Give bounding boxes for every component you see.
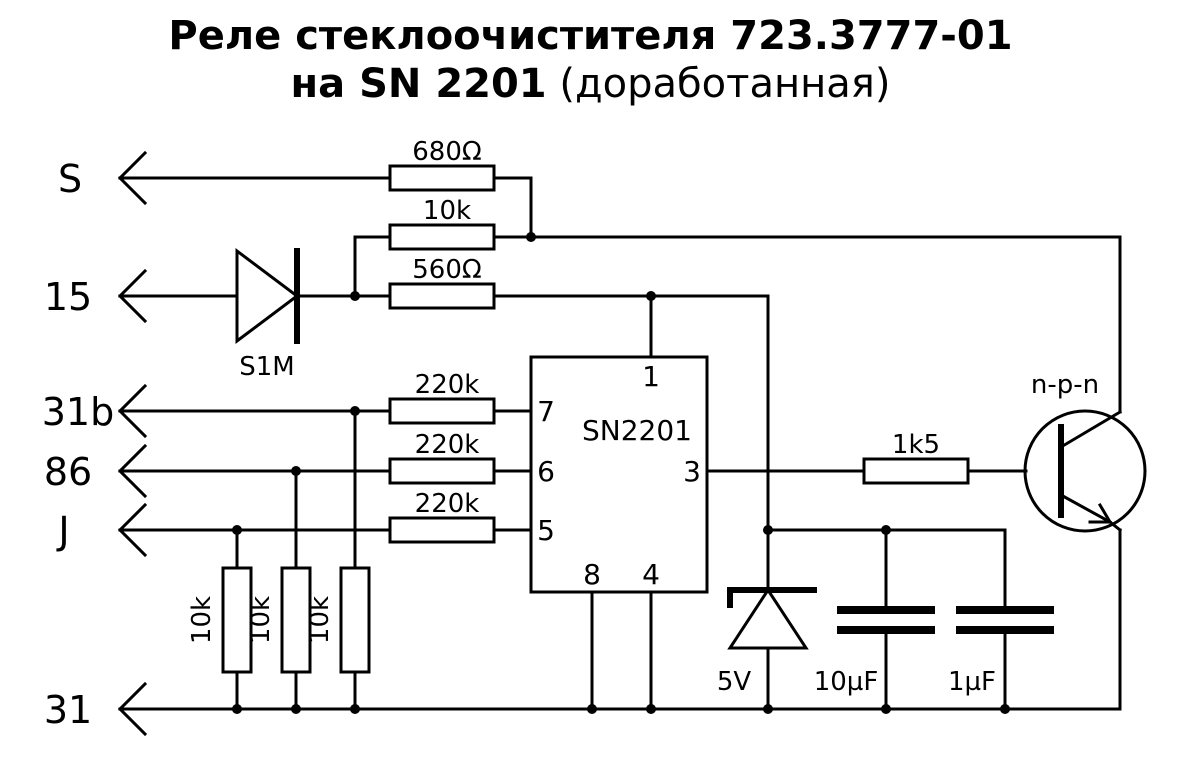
resistor-10k-top [388, 223, 496, 251]
zener-diode-5v [727, 587, 817, 650]
label-10k-c: 10k [305, 596, 335, 644]
terminal-31-label: 31 [44, 688, 92, 732]
resistor-220k-1 [388, 397, 496, 425]
label-220k-1: 220k [415, 370, 480, 400]
terminal-arrows [117, 150, 148, 737]
ic-pin-1: 1 [642, 360, 660, 393]
terminal-86-label: 86 [44, 450, 92, 494]
resistor-220k-2 [388, 457, 496, 485]
wires [118, 176, 1122, 711]
diode-s1m [235, 248, 300, 344]
resistor-10k-c [339, 566, 371, 674]
capacitor-10uf [837, 606, 935, 634]
resistor-10k-a [221, 566, 253, 674]
ic-pin-6: 6 [537, 455, 555, 488]
ic-pin-5: 5 [537, 514, 555, 547]
label-s1m: S1M [239, 352, 294, 382]
title-line-1: Реле стеклоочистителя 723.3777-01 [168, 13, 1013, 59]
capacitor-1uf [956, 606, 1054, 634]
resistor-10k-b [280, 566, 312, 674]
label-10uf: 10µF [814, 667, 879, 697]
terminal-15-label: 15 [44, 275, 92, 319]
ic-pin-3: 3 [683, 455, 701, 488]
ic-pin-4: 4 [642, 558, 660, 591]
ic-name-label: SN2201 [582, 414, 692, 447]
label-npn: n-p-n [1031, 370, 1099, 400]
label-680: 680Ω [412, 137, 482, 167]
resistor-560 [388, 282, 496, 310]
terminal-31b-label: 31b [42, 390, 114, 434]
label-560: 560Ω [412, 255, 482, 285]
ic-sn2201-body [529, 355, 709, 594]
label-10k-b: 10k [246, 596, 276, 644]
label-1k5: 1k5 [892, 430, 940, 460]
label-10k-a: 10k [187, 596, 217, 644]
label-220k-2: 220k [415, 430, 480, 460]
ic-pin-8: 8 [583, 558, 601, 591]
ic-pin-7: 7 [537, 395, 555, 428]
resistor-1k5 [862, 457, 970, 485]
label-10k-top: 10k [423, 196, 471, 226]
title-line-2: на SN 2201 (доработанная) [290, 61, 891, 107]
terminal-s-label: S [58, 157, 82, 201]
npn-transistor [1023, 409, 1147, 533]
junction-dots [232, 232, 1010, 714]
resistor-220k-3 [388, 516, 496, 544]
terminal-j-label: J [56, 509, 69, 553]
resistor-680 [388, 164, 496, 192]
label-220k-3: 220k [415, 489, 480, 519]
label-1uf: 1µF [948, 667, 996, 697]
label-5v: 5V [717, 667, 752, 697]
